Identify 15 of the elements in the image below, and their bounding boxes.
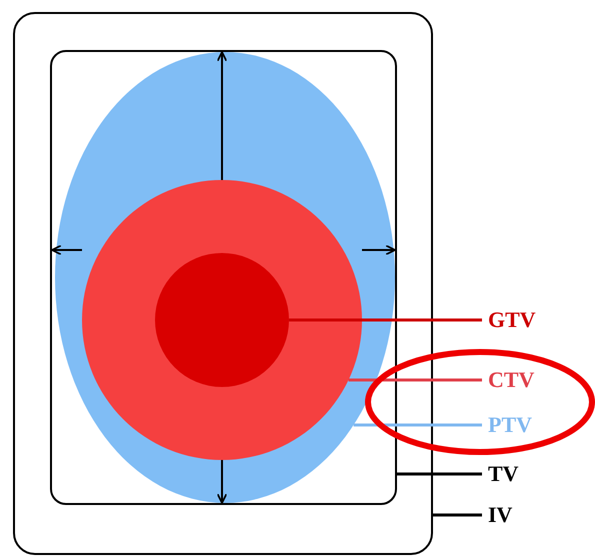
volume-label: GTV bbox=[488, 308, 536, 332]
leader-line bbox=[397, 472, 482, 476]
leader-line bbox=[289, 318, 482, 322]
volume-label: TV bbox=[488, 462, 519, 486]
volume-label: IV bbox=[488, 503, 512, 527]
volume-label: CTV bbox=[488, 368, 534, 392]
arrow bbox=[216, 460, 228, 504]
leader-line bbox=[348, 378, 482, 382]
leader-line bbox=[433, 514, 482, 516]
arrow bbox=[51, 244, 82, 256]
arrow bbox=[362, 244, 396, 256]
arrow bbox=[216, 51, 228, 180]
volume-label: PTV bbox=[488, 413, 532, 437]
outer-volume-box bbox=[13, 12, 433, 555]
leader-line bbox=[354, 424, 482, 426]
